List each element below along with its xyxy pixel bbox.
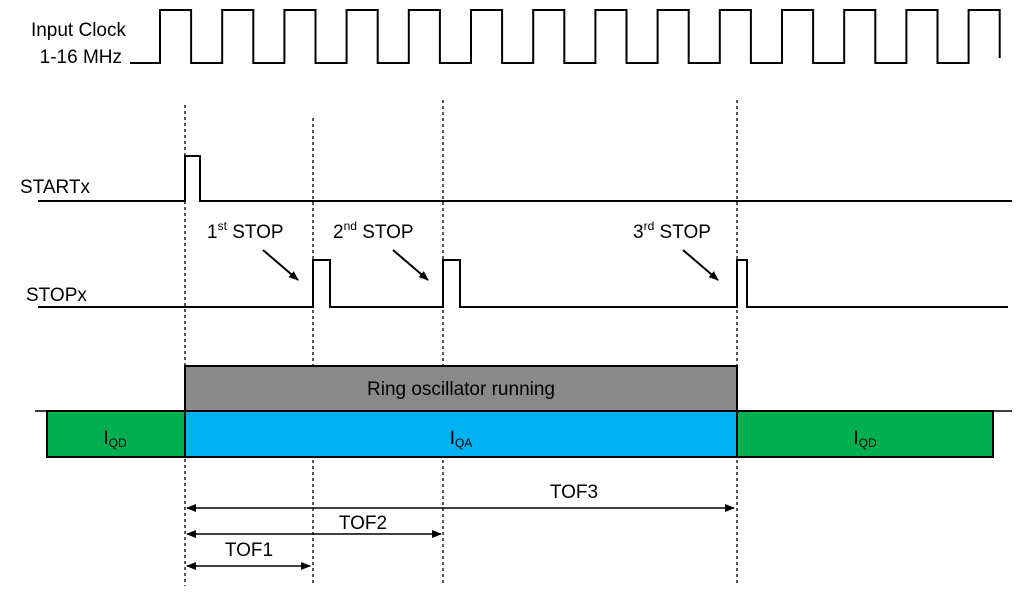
ring-oscillator-bar (184, 365, 738, 412)
active-current-label: IQA (450, 428, 473, 450)
stop-label-1: 1st STOP (207, 219, 284, 243)
arrow-stop2 (392, 249, 429, 281)
quiescent-current-label-left: IQD (103, 428, 127, 450)
stop-arrows (262, 249, 719, 281)
ring-oscillator-label: Ring oscillator running (367, 379, 555, 400)
clock-frequency-label: 1-16 MHz (40, 47, 122, 68)
quiescent-current-bar-left (46, 410, 186, 458)
tof2-label: TOF2 (339, 513, 387, 534)
quiescent-current-bar-right (736, 410, 994, 458)
clock-waveform (130, 9, 1001, 64)
start-waveform (38, 155, 1012, 202)
start-signal-label: STARTx (20, 177, 91, 198)
stop-signal-label: STOPx (26, 285, 87, 306)
stop-label-2: 2nd STOP (333, 219, 414, 243)
active-current-bar (184, 410, 738, 458)
arrow-stop3 (682, 249, 719, 281)
tof3-label: TOF3 (550, 482, 598, 503)
tof1-label: TOF1 (225, 540, 273, 561)
stop-label-3: 3rd STOP (633, 219, 711, 243)
arrow-stop1 (262, 249, 299, 281)
quiescent-current-label-right: IQD (853, 428, 877, 450)
time-markers (184, 100, 738, 586)
clock-label: Input Clock (31, 20, 127, 41)
stop-waveform (38, 259, 1008, 308)
